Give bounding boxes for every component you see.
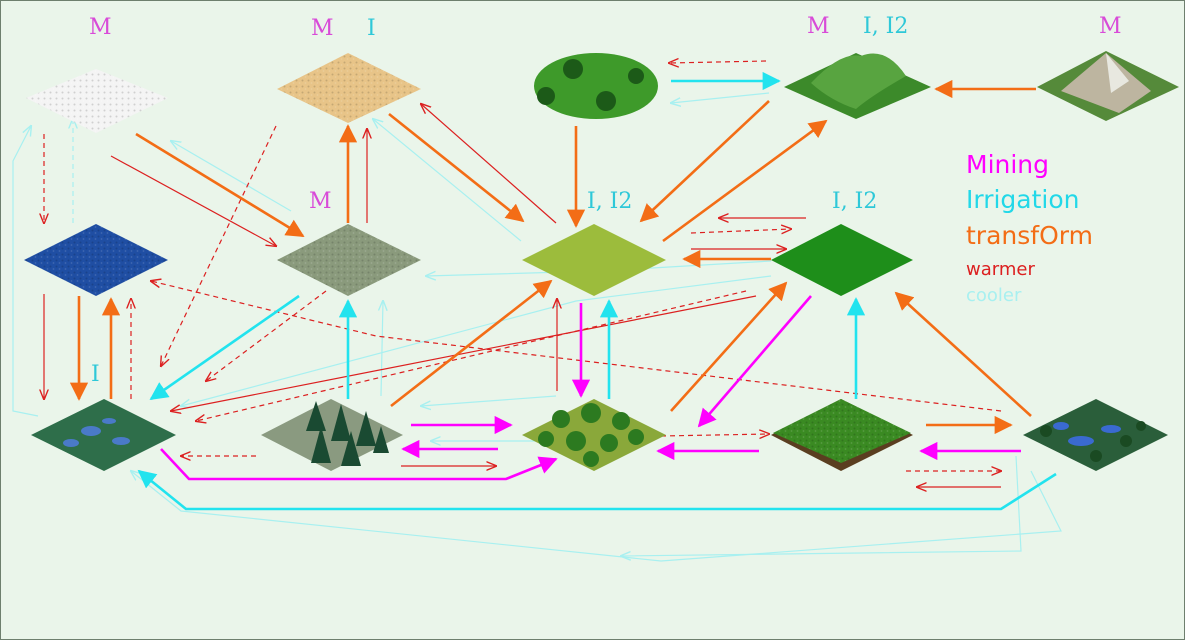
taiga-tile <box>261 399 403 471</box>
legend-mining: Mining <box>966 150 1049 179</box>
legend: Mining Irrigation transfOrm warmer coole… <box>966 150 1093 306</box>
hills-irrigation-label: I, I2 <box>863 14 908 39</box>
marsh-tile <box>1023 399 1168 471</box>
mountains-mining-label: M <box>1099 14 1122 39</box>
desert-mining-label: M <box>311 16 334 41</box>
swamp-tile <box>31 399 176 471</box>
transform-arrows <box>69 79 1036 435</box>
irrigation-arrows <box>137 71 1057 511</box>
legend-irrigation: Irrigation <box>966 185 1080 214</box>
legend-cooler: cooler <box>966 285 1022 306</box>
swamp-irrigation-label: I <box>91 362 100 387</box>
cooler-arrows <box>12 92 1062 562</box>
tundra-tile <box>277 224 421 296</box>
warmer-arrows <box>44 61 1001 487</box>
jungle-tile <box>771 399 913 471</box>
mountains-tile <box>1037 51 1179 121</box>
desert-tile <box>277 53 421 123</box>
desert-irrigation-label: I <box>367 16 376 41</box>
plains-irrigation-label: I, I2 <box>587 189 632 214</box>
grassland-tile <box>771 224 913 296</box>
forest-tile <box>522 399 666 471</box>
glacier-mining-label: M <box>89 15 112 40</box>
glacier-tile <box>26 69 168 133</box>
legend-warmer: warmer <box>966 259 1035 280</box>
grassland-irrigation-label: I, I2 <box>832 189 877 214</box>
tundra-mining-label: M <box>309 189 332 214</box>
ocean-tile <box>24 224 168 296</box>
hills-mining-label: M <box>807 14 830 39</box>
mining-arrows <box>160 295 1021 481</box>
hills-tile <box>784 53 931 119</box>
plains-tile <box>522 224 666 296</box>
forest-hills-tile <box>534 53 658 119</box>
legend-transform: transfOrm <box>966 221 1093 250</box>
